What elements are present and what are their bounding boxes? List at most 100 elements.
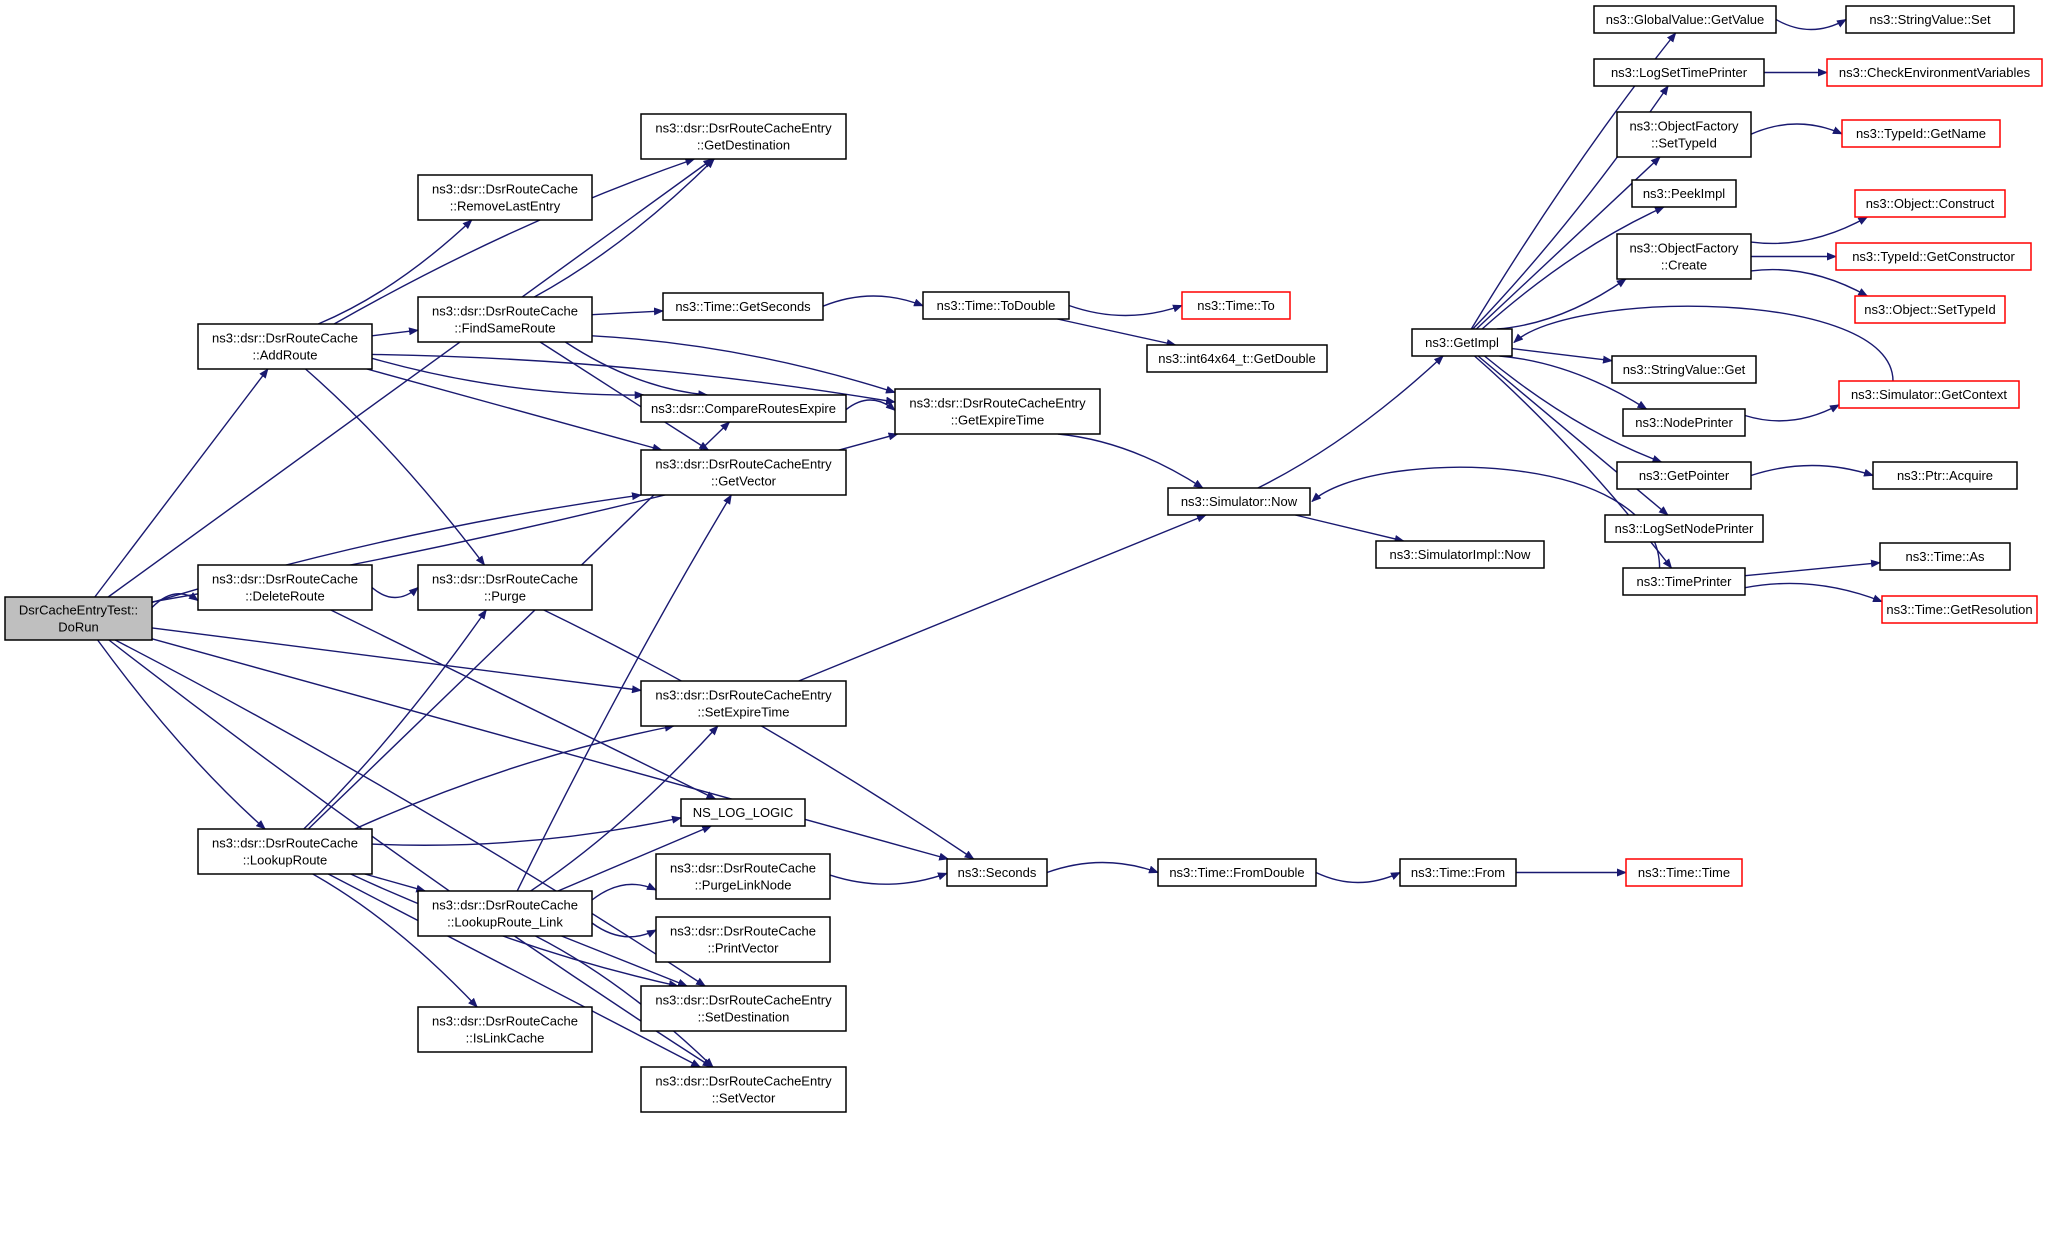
node-setExpireTime-label-1: ::SetExpireTime (698, 705, 790, 720)
edge-root-to-seconds (151, 638, 950, 861)
node-stringValueSet[interactable]: ns3::StringValue::Set (1845, 5, 2015, 34)
node-setVector-box (640, 1066, 847, 1113)
node-timeAs[interactable]: ns3::Time::As (1879, 542, 2011, 571)
node-typeIdGetName-box (1841, 119, 2001, 148)
edge-objFactorySetTypeId-to-typeIdGetName (1750, 123, 1843, 135)
node-objectSetTypeId-box (1854, 295, 2006, 324)
node-getExpireTime[interactable]: ns3::dsr::DsrRouteCacheEntry::GetExpireT… (894, 388, 1101, 435)
node-getDestination-label-1: ::GetDestination (697, 138, 790, 153)
node-objectConstruct-box (1854, 189, 2006, 218)
node-toDouble-box (922, 291, 1070, 320)
node-timeGetResolution[interactable]: ns3::Time::GetResolution (1881, 595, 2038, 624)
node-addRoute-label-0: ns3::dsr::DsrRouteCache (212, 331, 358, 346)
node-nodePrinter[interactable]: ns3::NodePrinter (1622, 408, 1746, 437)
node-purgeLinkNode-label-0: ns3::dsr::DsrRouteCache (670, 861, 816, 876)
node-deleteRoute[interactable]: ns3::dsr::DsrRouteCache::DeleteRoute (197, 564, 373, 611)
node-toDouble-label-0: ns3::Time::ToDouble (937, 298, 1056, 313)
node-getDestination[interactable]: ns3::dsr::DsrRouteCacheEntry::GetDestina… (640, 113, 847, 160)
node-root-box (4, 596, 153, 641)
edge-lookupRouteLink-to-getVector (516, 494, 732, 892)
node-globalValueGetValue-box (1593, 5, 1777, 34)
node-compareRoutesExpire[interactable]: ns3::dsr::CompareRoutesExpire (640, 394, 847, 423)
node-getPointer[interactable]: ns3::GetPointer (1616, 461, 1752, 490)
node-findSameRoute[interactable]: ns3::dsr::DsrRouteCache::FindSameRoute (417, 296, 593, 343)
edge-lookupRoute-to-purge (303, 609, 487, 830)
node-typeIdGetName[interactable]: ns3::TypeId::GetName (1841, 119, 2001, 148)
node-removeLastEntry[interactable]: ns3::dsr::DsrRouteCache::RemoveLastEntry (417, 174, 593, 221)
node-getDouble-label-0: ns3::int64x64_t::GetDouble (1158, 351, 1316, 366)
node-peekImpl-label-0: ns3::PeekImpl (1643, 186, 1725, 201)
node-getPointer-label-0: ns3::GetPointer (1639, 468, 1730, 483)
node-lookupRouteLink[interactable]: ns3::dsr::DsrRouteCache::LookupRoute_Lin… (417, 890, 593, 937)
edge-timePrinter-to-timeGetResolution (1744, 582, 1883, 603)
edge-deleteRoute-to-purge (371, 586, 419, 599)
node-timeGetResolution-box (1881, 595, 2038, 624)
node-purge[interactable]: ns3::dsr::DsrRouteCache::Purge (417, 564, 593, 611)
node-deleteRoute-label-1: ::DeleteRoute (245, 589, 325, 604)
node-timeFrom[interactable]: ns3::Time::From (1399, 858, 1517, 887)
node-lookupRoute-box (197, 828, 373, 875)
node-objFactoryCreate-label-1: ::Create (1661, 258, 1707, 273)
node-objFactoryCreate[interactable]: ns3::ObjectFactory::Create (1616, 233, 1752, 280)
node-getSeconds[interactable]: ns3::Time::GetSeconds (662, 292, 824, 321)
edge-globalValueGetValue-to-stringValueSet (1775, 18, 1847, 31)
node-logSetNodePrinter[interactable]: ns3::LogSetNodePrinter (1604, 514, 1764, 543)
node-getImpl[interactable]: ns3::GetImpl (1411, 328, 1513, 357)
node-toDouble[interactable]: ns3::Time::ToDouble (922, 291, 1070, 320)
node-setDestination[interactable]: ns3::dsr::DsrRouteCacheEntry::SetDestina… (640, 985, 847, 1032)
node-timeFrom-box (1399, 858, 1517, 887)
node-simGetContext[interactable]: ns3::Simulator::GetContext (1838, 380, 2020, 409)
node-objFactorySetTypeId-label-1: ::SetTypeId (1651, 136, 1717, 151)
node-setDestination-label-0: ns3::dsr::DsrRouteCacheEntry (655, 993, 832, 1008)
node-setVector[interactable]: ns3::dsr::DsrRouteCacheEntry::SetVector (640, 1066, 847, 1113)
node-timeTime[interactable]: ns3::Time::Time (1625, 858, 1743, 887)
node-stringValueGet[interactable]: ns3::StringValue::Get (1611, 355, 1757, 384)
node-objectConstruct[interactable]: ns3::Object::Construct (1854, 189, 2006, 218)
node-ptrAcquire[interactable]: ns3::Ptr::Acquire (1872, 461, 2018, 490)
node-logSetTimePrinter[interactable]: ns3::LogSetTimePrinter (1593, 58, 1765, 87)
node-addRoute[interactable]: ns3::dsr::DsrRouteCache::AddRoute (197, 323, 373, 370)
node-setExpireTime[interactable]: ns3::dsr::DsrRouteCacheEntry::SetExpireT… (640, 680, 847, 727)
edge-toDouble-to-timeTo (1068, 304, 1183, 317)
node-seconds-label-0: ns3::Seconds (958, 865, 1037, 880)
node-fromDouble[interactable]: ns3::Time::FromDouble (1157, 858, 1317, 887)
edge-addRoute-to-findSameRoute (371, 327, 419, 337)
node-peekImpl[interactable]: ns3::PeekImpl (1631, 179, 1737, 208)
node-getVector[interactable]: ns3::dsr::DsrRouteCacheEntry::GetVector (640, 449, 847, 496)
node-objectSetTypeId[interactable]: ns3::Object::SetTypeId (1854, 295, 2006, 324)
edge-findSameRoute-to-getSeconds (591, 307, 664, 316)
node-getDouble[interactable]: ns3::int64x64_t::GetDouble (1146, 344, 1328, 373)
node-simNow-label-0: ns3::Simulator::Now (1181, 494, 1298, 509)
node-simImplNow[interactable]: ns3::SimulatorImpl::Now (1375, 540, 1545, 569)
edge-lookupRouteLink-to-setVector (535, 935, 714, 1068)
node-fromDouble-box (1157, 858, 1317, 887)
node-root-label-0: DsrCacheEntryTest:: (19, 603, 138, 618)
node-addRoute-label-1: ::AddRoute (252, 348, 317, 363)
edge-seconds-to-fromDouble (1046, 861, 1159, 874)
node-lookupRoute[interactable]: ns3::dsr::DsrRouteCache::LookupRoute (197, 828, 373, 875)
node-purge-box (417, 564, 593, 611)
node-purgeLinkNode[interactable]: ns3::dsr::DsrRouteCache::PurgeLinkNode (655, 853, 831, 900)
edge-getImpl-to-peekImpl (1481, 206, 1665, 330)
node-nsLogLogic[interactable]: NS_LOG_LOGIC (680, 798, 806, 827)
node-timePrinter[interactable]: ns3::TimePrinter (1622, 567, 1746, 596)
node-timeTo[interactable]: ns3::Time::To (1181, 291, 1291, 320)
edge-objFactoryCreate-to-objectConstruct (1750, 216, 1869, 245)
node-purge-label-0: ns3::dsr::DsrRouteCache (432, 572, 578, 587)
node-checkEnvVars[interactable]: ns3::CheckEnvironmentVariables (1826, 58, 2043, 87)
node-seconds[interactable]: ns3::Seconds (946, 858, 1048, 887)
node-isLinkCache[interactable]: ns3::dsr::DsrRouteCache::IsLinkCache (417, 1006, 593, 1053)
node-printVector[interactable]: ns3::dsr::DsrRouteCache::PrintVector (655, 916, 831, 963)
node-simGetContext-label-0: ns3::Simulator::GetContext (1851, 387, 2007, 402)
node-objFactorySetTypeId[interactable]: ns3::ObjectFactory::SetTypeId (1616, 111, 1752, 158)
node-simNow[interactable]: ns3::Simulator::Now (1167, 487, 1311, 516)
node-typeIdGetConstructor[interactable]: ns3::TypeId::GetConstructor (1835, 242, 2032, 271)
node-purgeLinkNode-label-1: ::PurgeLinkNode (695, 878, 792, 893)
node-timeAs-label-0: ns3::Time::As (1906, 549, 1985, 564)
node-globalValueGetValue[interactable]: ns3::GlobalValue::GetValue (1593, 5, 1777, 34)
node-timeTo-box (1181, 291, 1291, 320)
node-root[interactable]: DsrCacheEntryTest::DoRun (4, 596, 153, 641)
edge-root-to-addRoute (94, 368, 269, 598)
node-lookupRouteLink-label-1: ::LookupRoute_Link (447, 915, 563, 930)
